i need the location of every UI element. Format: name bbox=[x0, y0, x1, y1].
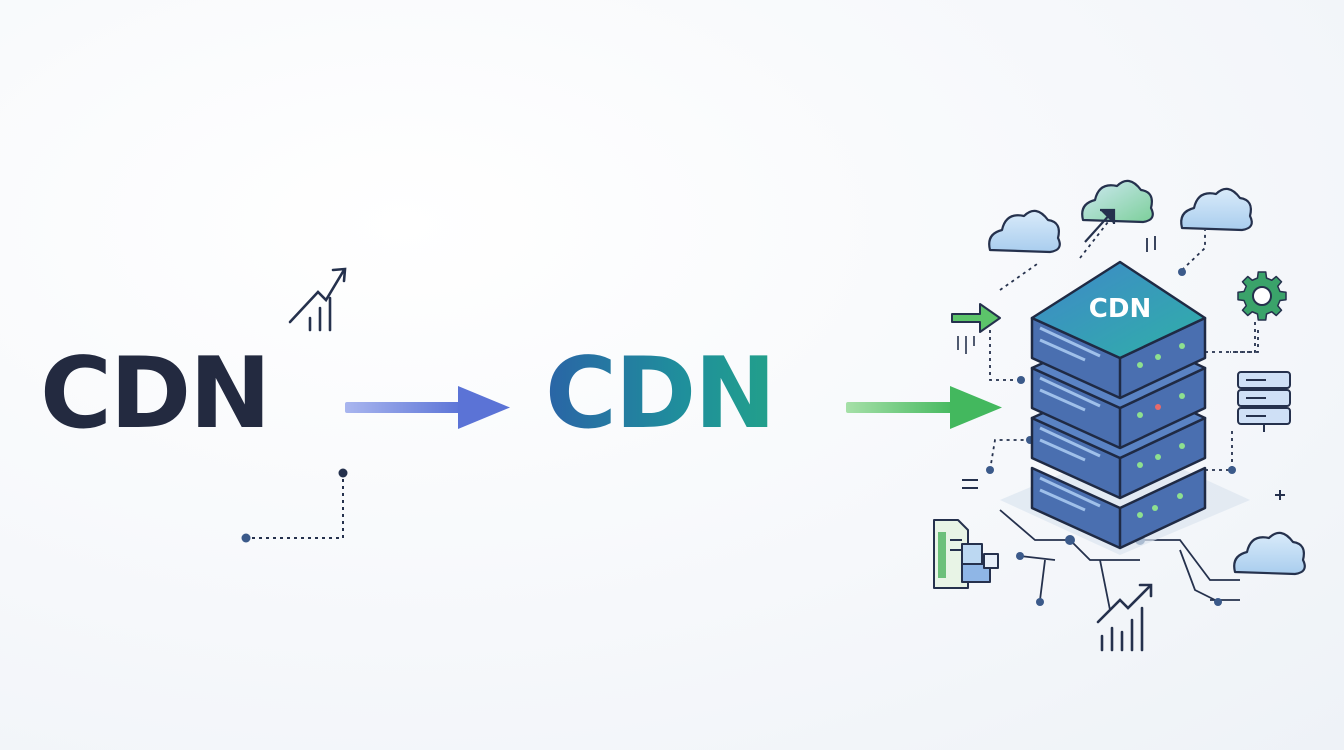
bar-chart-icon bbox=[1096, 583, 1153, 652]
cdn-label-middle: CDN bbox=[545, 337, 776, 451]
arrow-icon bbox=[1084, 208, 1116, 243]
cloud-icon bbox=[1180, 187, 1253, 232]
tick-marks bbox=[1146, 236, 1156, 252]
server-cdn-label: CDN bbox=[1089, 294, 1151, 324]
arrow-icon bbox=[846, 386, 1002, 429]
trend-up-icon bbox=[288, 267, 347, 332]
cloud-icon bbox=[1081, 179, 1154, 224]
dotted-connector bbox=[241, 468, 348, 543]
server-connectors bbox=[989, 221, 1256, 471]
cdn-label-source: CDN bbox=[40, 337, 271, 451]
cloud-icon bbox=[988, 209, 1061, 254]
arrow-icon bbox=[345, 386, 510, 429]
server-rack-icon bbox=[1237, 371, 1291, 432]
server-rack-icon: CDN bbox=[1000, 260, 1250, 555]
cloud-icon bbox=[1233, 531, 1306, 576]
decor-symbols bbox=[962, 479, 1285, 500]
server-unit bbox=[1030, 466, 1207, 550]
gear-icon bbox=[1237, 271, 1287, 321]
server-top bbox=[1030, 260, 1207, 360]
arrow-icon bbox=[951, 303, 1001, 354]
document-icon bbox=[933, 519, 999, 589]
